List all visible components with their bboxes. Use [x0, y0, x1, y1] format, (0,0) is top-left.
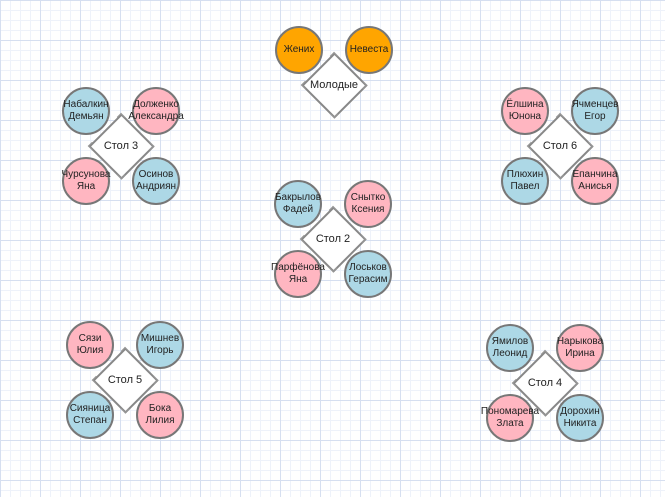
guest-seat[interactable]: Пономарева Злата: [481, 394, 539, 442]
guest-seat[interactable]: Снытко Ксения: [344, 180, 392, 228]
guest-name: Чурсунова Яна: [61, 169, 111, 192]
guest-seat[interactable]: Ямилов Леонид: [486, 324, 534, 372]
bride-seat[interactable]: Невеста: [345, 26, 393, 74]
guest-name: Невеста: [349, 44, 389, 55]
guest-seat[interactable]: Дорохин Никита: [556, 394, 604, 442]
guest-seat[interactable]: Осинов Андриян: [132, 157, 180, 205]
guest-name: Нарыкова Ирина: [556, 336, 604, 359]
guest-name: Набалкин Демьян: [63, 99, 109, 122]
guest-name: Парфёнова Яна: [271, 262, 325, 285]
guest-seat[interactable]: Бакрылов Фадей: [274, 180, 322, 228]
guest-name: Ямилов Леонид: [491, 336, 529, 359]
guest-seat[interactable]: Сязи Юлия: [66, 321, 114, 369]
guest-seat[interactable]: Парфёнова Яна: [271, 250, 325, 298]
guest-name: Снытко Ксения: [350, 192, 386, 215]
guest-name: Долженко Александра: [128, 99, 184, 122]
table-label: Стол 3: [103, 140, 139, 152]
table-label: Стол 2: [315, 233, 351, 245]
guest-seat[interactable]: Чурсунова Яна: [62, 157, 110, 205]
guest-name: Ёлшина Юнона: [506, 99, 544, 122]
guest-seat[interactable]: Долженко Александра: [128, 87, 184, 135]
guest-name: Дорохин Никита: [560, 406, 600, 429]
guest-name: Пономарева Злата: [480, 406, 540, 429]
guest-seat[interactable]: Ёлшина Юнона: [501, 87, 549, 135]
guest-name: Мишнев Игорь: [140, 333, 180, 356]
guest-name: Плюхин Павел: [506, 169, 544, 192]
guest-name: Ячменцев Егор: [571, 99, 619, 122]
guest-seat[interactable]: Сияница Степан: [66, 391, 114, 439]
guest-seat[interactable]: Бока Лилия: [136, 391, 184, 439]
guest-name: Осинов Андриян: [135, 169, 177, 192]
groom-seat[interactable]: Жених: [275, 26, 323, 74]
table-label: Стол 5: [107, 374, 143, 386]
guest-seat[interactable]: Лоськов Герасим: [344, 250, 392, 298]
guest-seat[interactable]: Ячменцев Егор: [571, 87, 619, 135]
guest-seat[interactable]: Епанчина Анисья: [571, 157, 619, 205]
guest-name: Лоськов Герасим: [348, 262, 388, 285]
guest-name: Сияница Степан: [69, 403, 111, 426]
guest-name: Бока Лилия: [145, 403, 175, 426]
guest-seat[interactable]: Плюхин Павел: [501, 157, 549, 205]
guest-name: Жених: [283, 44, 315, 55]
guest-seat[interactable]: Нарыкова Ирина: [556, 324, 604, 372]
guest-name: Сязи Юлия: [76, 333, 104, 356]
guest-seat[interactable]: Мишнев Игорь: [136, 321, 184, 369]
guest-name: Епанчина Анисья: [572, 169, 618, 192]
table-label: Стол 4: [527, 377, 563, 389]
guest-name: Бакрылов Фадей: [274, 192, 322, 215]
table-label: Стол 6: [542, 140, 578, 152]
guest-seat[interactable]: Набалкин Демьян: [62, 87, 110, 135]
table-label: Молодые: [309, 79, 359, 91]
